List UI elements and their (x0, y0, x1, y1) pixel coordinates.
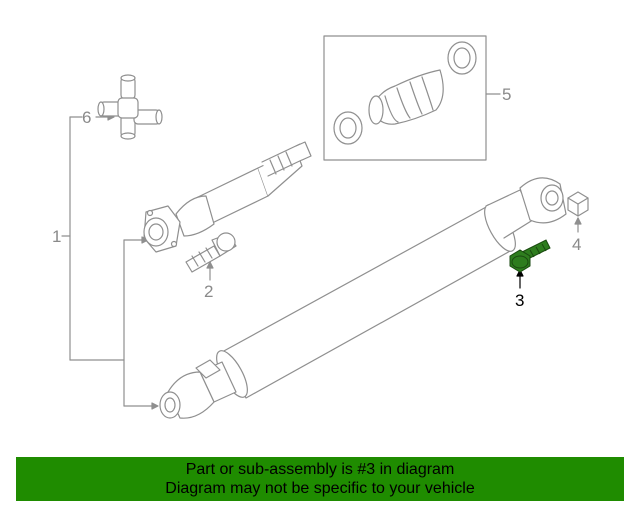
callout-1: 1 (52, 227, 61, 246)
nut-part-4 (567, 191, 589, 233)
banner-line-2: Diagram may not be specific to your vehi… (165, 480, 475, 497)
callout-2: 2 (204, 282, 213, 301)
universal-joint-part-6 (97, 74, 163, 140)
callout-4: 4 (572, 235, 581, 254)
highlighted-bolt-part-3 (509, 239, 551, 273)
callout-5: 5 (502, 85, 511, 104)
leader-3 (516, 269, 524, 289)
flange-bolt-part-2 (185, 232, 237, 281)
rear-propeller-shaft (159, 177, 567, 419)
front-shaft-assembly (143, 141, 312, 253)
bracket-1 (61, 116, 159, 410)
callout-3: 3 (515, 291, 524, 310)
callout-6: 6 (82, 108, 91, 127)
diagram-notice-banner: Part or sub-assembly is #3 in diagram Di… (16, 457, 624, 501)
banner-line-1: Part or sub-assembly is #3 in diagram (185, 461, 455, 478)
boot-kit-box-part-5 (323, 35, 501, 161)
